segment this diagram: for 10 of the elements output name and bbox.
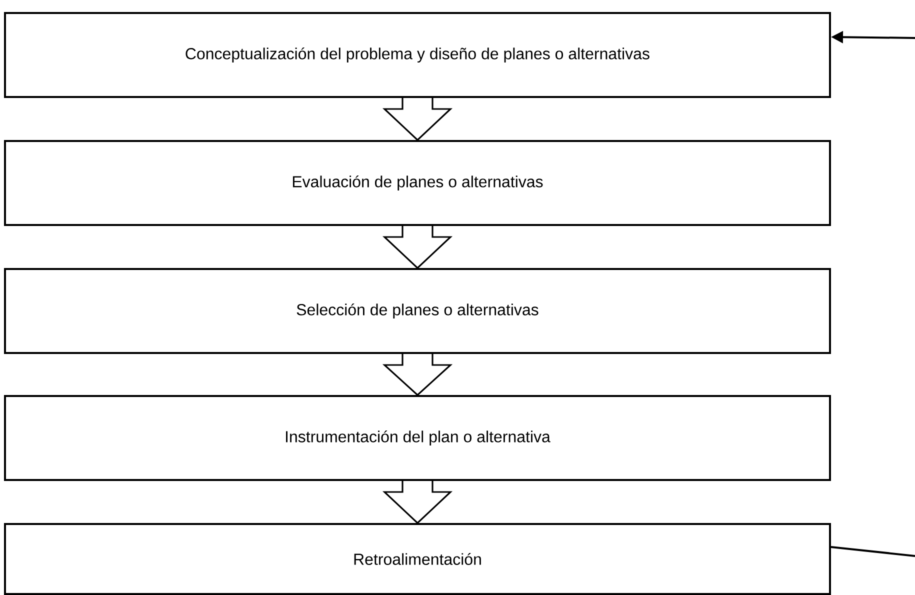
block-arrow xyxy=(382,97,453,142)
process-box: Retroalimentación xyxy=(4,523,831,595)
feedback-line xyxy=(830,546,915,557)
block-arrow xyxy=(382,225,453,270)
block-arrow xyxy=(382,480,453,524)
process-box: Evaluación de planes o alternativas xyxy=(4,140,831,226)
process-box: Conceptualización del problema y diseño de planes o alternativas xyxy=(4,12,831,98)
block-arrow xyxy=(382,353,453,396)
process-box: Selección de planes o alternativas xyxy=(4,268,831,354)
process-box: Instrumentación del plan o alternativa xyxy=(4,395,831,481)
